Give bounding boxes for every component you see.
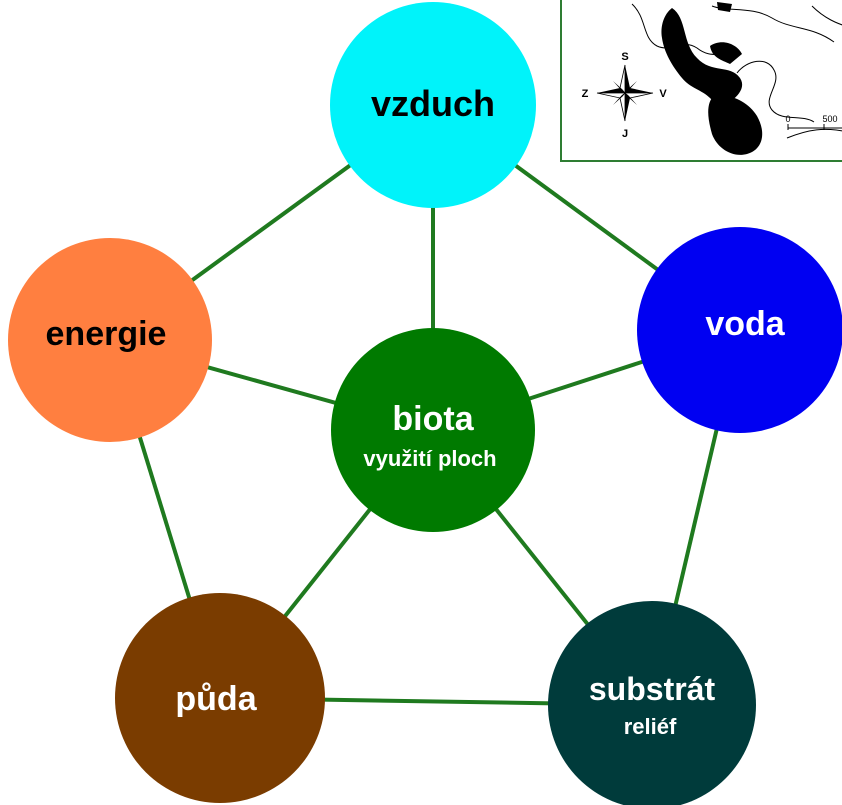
node-puda-label: půda [175,680,257,718]
node-biota-circle [331,328,535,532]
node-substrat: substrát reliéf [548,601,756,805]
node-biota-sublabel: využití ploch [363,446,496,471]
scale-bar: 0 500 [785,114,842,130]
scale-label-0: 0 [785,114,790,124]
node-substrat-circle [548,601,756,805]
node-puda: půda [115,593,325,803]
node-voda: voda [637,227,842,433]
compass-rose-icon: S J Z V [582,51,668,140]
map-landmass [661,2,763,155]
node-voda-label: voda [705,305,785,343]
node-vzduch: vzduch [330,2,536,208]
node-energie-circle [8,238,212,442]
compass-south-label: J [622,128,628,140]
map-drawing: S J Z V 0 500 [582,2,842,155]
node-biota-label: biota [392,400,474,438]
map-inset: S J Z V 0 500 [560,0,842,162]
node-vzduch-circle [330,2,536,208]
compass-east-label: V [659,88,667,100]
node-puda-circle [115,593,325,803]
node-voda-circle [637,227,842,433]
node-substrat-label: substrát [589,671,716,707]
scale-label-500: 500 [822,114,837,124]
compass-north-label: S [621,51,628,63]
node-vzduch-label: vzduch [371,83,495,124]
node-energie: energie [8,238,212,442]
compass-west-label: Z [582,88,589,100]
node-biota: biota využití ploch [331,328,535,532]
node-energie-label: energie [46,315,167,353]
node-substrat-sublabel: reliéf [624,714,677,739]
